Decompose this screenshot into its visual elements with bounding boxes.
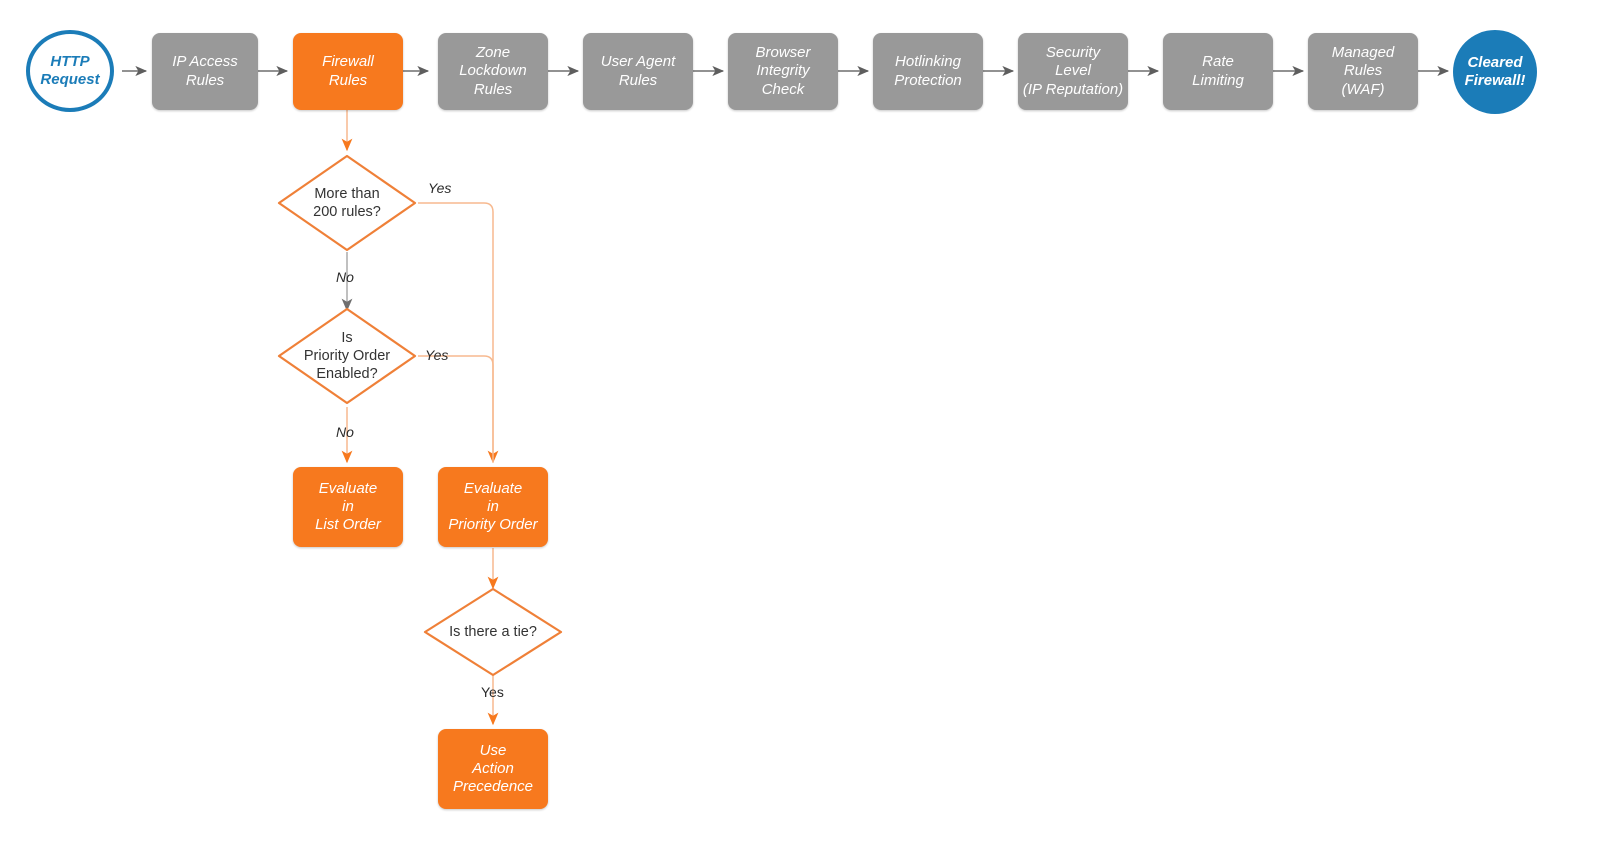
- stage-label-line: Hotlinking: [895, 53, 961, 71]
- decision-label-line: More than: [314, 185, 380, 202]
- stage-label-line: Integrity: [756, 62, 810, 80]
- outcome-label-line: Action: [472, 759, 514, 777]
- decision-more-than-200-rules[interactable]: More than 200 rules?: [277, 154, 417, 252]
- edge-label-no-priority-order: No: [336, 424, 354, 440]
- outcome-label-line: in: [342, 497, 354, 515]
- edge-label-yes-is-there-a-tie: Yes: [481, 684, 504, 700]
- stage-label-line: Rules: [1343, 62, 1383, 80]
- node-zone-lockdown-rules[interactable]: Zone Lockdown Rules: [438, 33, 548, 110]
- node-evaluate-in-list-order[interactable]: Evaluate in List Order: [293, 467, 403, 547]
- decision-label-line: Enabled?: [316, 366, 378, 383]
- outcome-label-line: Precedence: [452, 778, 534, 796]
- edge-label-no-more-than-200: No: [336, 269, 354, 285]
- stage-label-line: Browser: [755, 44, 811, 62]
- outcome-label-line: Evaluate: [318, 479, 378, 497]
- stage-label-line: Rules: [328, 71, 368, 89]
- node-hotlinking-protection[interactable]: Hotlinking Protection: [873, 33, 983, 110]
- decision-label: More than 200 rules?: [277, 154, 417, 252]
- outcome-label-line: Use: [479, 741, 507, 759]
- stage-label-line: (IP Reputation): [1022, 80, 1124, 98]
- decision-priority-order-enabled[interactable]: Is Priority Order Enabled?: [277, 307, 417, 405]
- node-cleared-firewall[interactable]: Cleared Firewall!: [1453, 30, 1537, 114]
- stage-label-line: Check: [761, 80, 805, 98]
- stage-label-line: IP Access: [172, 53, 238, 71]
- stage-label-line: Rules: [473, 80, 513, 98]
- decision-label-line: Is: [341, 329, 353, 346]
- node-evaluate-in-priority-order[interactable]: Evaluate in Priority Order: [438, 467, 548, 547]
- node-ip-access-rules[interactable]: IP Access Rules: [152, 33, 258, 110]
- decision-label: Is Priority Order Enabled?: [277, 307, 417, 405]
- decision-label-line: 200 rules?: [313, 204, 381, 220]
- stage-label-line: Limiting: [1192, 71, 1244, 89]
- decision-is-there-a-tie[interactable]: Is there a tie?: [423, 587, 563, 677]
- edge-label-yes-priority-order: Yes: [425, 347, 449, 363]
- http-request-line2: Request: [40, 71, 100, 88]
- node-security-level[interactable]: Security Level (IP Reputation): [1018, 33, 1128, 110]
- stage-label-line: Rules: [618, 71, 658, 89]
- decision-label-line: Priority Order: [303, 347, 391, 364]
- stage-label-line: Managed: [1331, 44, 1395, 62]
- node-browser-integrity-check[interactable]: Browser Integrity Check: [728, 33, 838, 110]
- stage-label-line: Rate: [1202, 53, 1234, 71]
- outcome-label-line: Priority Order: [448, 516, 538, 534]
- node-use-action-precedence[interactable]: Use Action Precedence: [438, 729, 548, 809]
- node-managed-rules-waf[interactable]: Managed Rules (WAF): [1308, 33, 1418, 110]
- node-http-request[interactable]: HTTP Request: [26, 30, 114, 112]
- stage-label-line: Firewall: [322, 53, 374, 71]
- node-user-agent-rules[interactable]: User Agent Rules: [583, 33, 693, 110]
- node-rate-limiting[interactable]: Rate Limiting: [1163, 33, 1273, 110]
- stage-label-line: Rules: [185, 71, 225, 89]
- outcome-label-line: in: [487, 497, 499, 515]
- stage-label-line: Security: [1045, 44, 1101, 62]
- cleared-firewall-line1: Cleared: [1467, 53, 1523, 71]
- stage-label-line: (WAF): [1341, 80, 1385, 98]
- outcome-label-line: Evaluate: [463, 479, 523, 497]
- outcome-label-line: List Order: [315, 516, 381, 534]
- http-request-line1: HTTP: [50, 52, 90, 70]
- stage-label-line: User Agent: [600, 53, 676, 71]
- stage-label-line: Lockdown: [459, 62, 527, 80]
- stage-label-line: Level: [1055, 62, 1091, 80]
- node-firewall-rules[interactable]: Firewall Rules: [293, 33, 403, 110]
- edge-label-yes-more-than-200: Yes: [428, 180, 452, 196]
- stage-label-line: Zone: [475, 44, 511, 62]
- decision-label: Is there a tie?: [423, 587, 563, 677]
- cleared-firewall-line2: Firewall!: [1464, 72, 1526, 89]
- stage-label-line: Protection: [894, 71, 962, 89]
- decision-label-line: Is there a tie?: [449, 623, 537, 640]
